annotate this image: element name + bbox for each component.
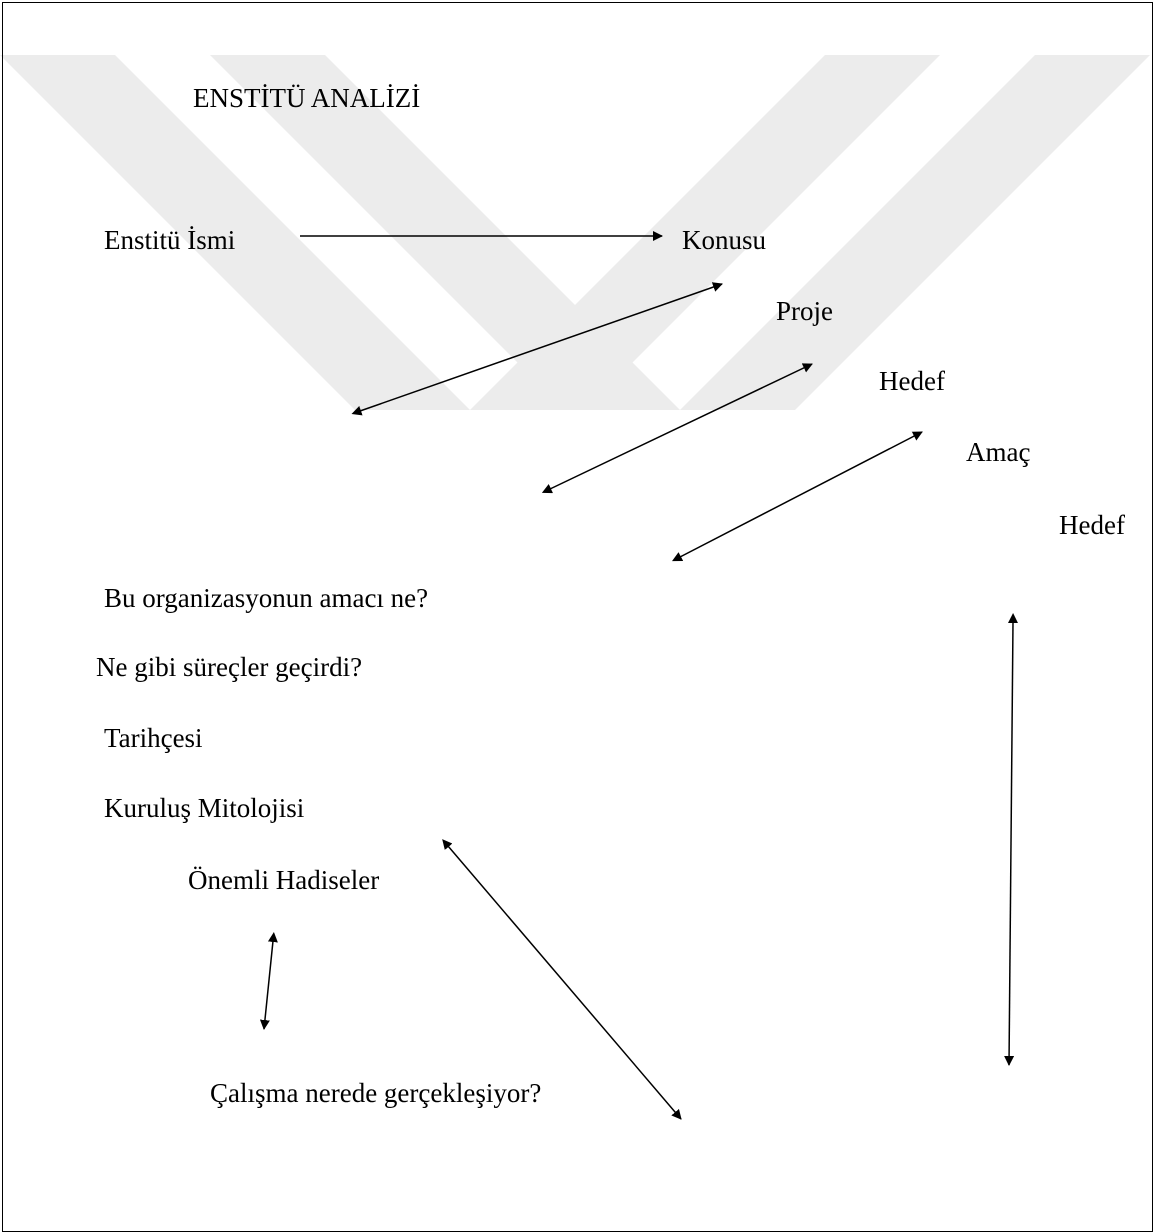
arrow-kurulus-to-calisma: [442, 839, 682, 1120]
arrow-konusu-bidirectional: [351, 282, 723, 416]
node-konusu: Konusu: [682, 225, 767, 255]
node-organizasyon-amaci: Bu organizasyonun amacı ne?: [104, 583, 429, 613]
arrow-proje-bidirectional: [541, 363, 813, 494]
arrow-hedef-bidirectional: [672, 431, 923, 562]
arrow-vertical-right: [1004, 613, 1018, 1066]
diagram-title: ENSTİTÜ ANALİZİ: [193, 83, 421, 113]
node-kurulus-mitolojisi: Kuruluş Mitolojisi: [104, 793, 305, 823]
node-tarihcesi: Tarihçesi: [104, 723, 203, 753]
node-surecler: Ne gibi süreçler geçirdi?: [96, 652, 363, 682]
arrow-hadiseler-short: [259, 932, 278, 1030]
node-hedef-1: Hedef: [879, 366, 945, 396]
node-enstitu-ismi: Enstitü İsmi: [104, 225, 236, 255]
node-proje: Proje: [776, 296, 833, 326]
node-onemli-hadiseler: Önemli Hadiseler: [188, 865, 380, 895]
node-hedef-2: Hedef: [1059, 510, 1125, 540]
node-amac: Amaç: [966, 437, 1031, 467]
